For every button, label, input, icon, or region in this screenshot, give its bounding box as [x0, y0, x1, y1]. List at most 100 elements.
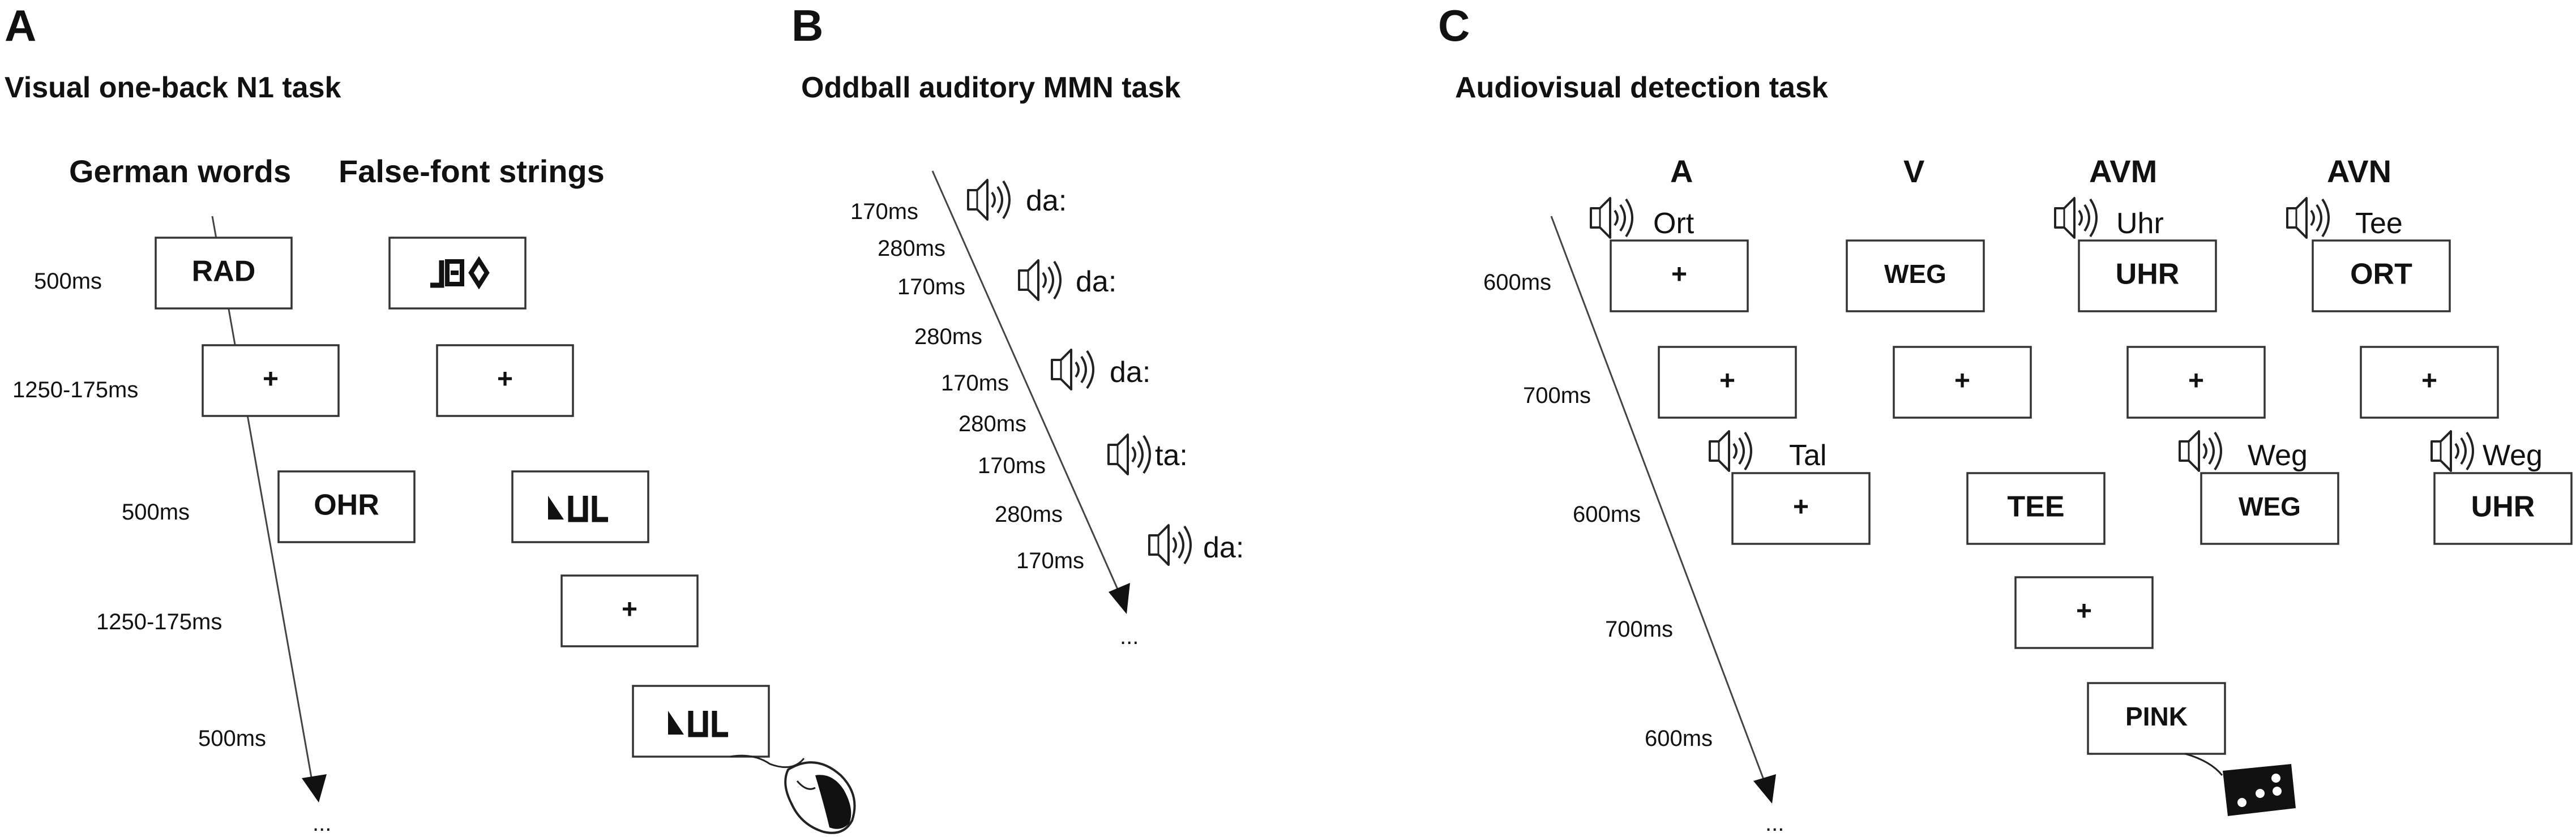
- target-word: PINK: [2125, 702, 2188, 731]
- stimulus-box: +: [1610, 239, 1749, 312]
- sound-word: Tal: [1789, 439, 1826, 472]
- speaker-icon: [1018, 259, 1062, 301]
- panel-c-timeline: [1550, 216, 1766, 784]
- speaker-icon: [2430, 430, 2474, 472]
- fixation-box: +: [2360, 346, 2499, 419]
- timing-label: 600ms: [1573, 502, 1641, 527]
- false-font-box: [388, 237, 527, 310]
- sound-word: Ort: [1653, 207, 1694, 240]
- visual-word: WEG: [1884, 259, 1946, 289]
- fixation-box: +: [2126, 346, 2266, 419]
- fixation-cross: +: [1671, 260, 1687, 290]
- timing-label: 170ms: [897, 274, 965, 299]
- panel-a-ellipsis: ...: [313, 811, 331, 836]
- stimulus-box: WEG: [2200, 472, 2339, 545]
- speaker-icon: [1590, 197, 1633, 239]
- visual-word: WEG: [2239, 492, 2301, 521]
- stimulus-box: TEE: [1966, 472, 2106, 545]
- col-header-avn: AVN: [2327, 153, 2391, 189]
- panel-c-ellipsis: ...: [1765, 811, 1784, 836]
- col-header-v: V: [1903, 153, 1924, 189]
- col-header-a: A: [1670, 153, 1693, 189]
- sound-syllable: ta:: [1155, 439, 1188, 472]
- timing-label: 170ms: [978, 453, 1046, 478]
- panel-c-letter: C: [1438, 1, 1470, 50]
- col-header-german-words: German words: [69, 153, 291, 189]
- timing-label: 600ms: [1645, 726, 1713, 751]
- sound-syllable: da:: [1110, 356, 1150, 389]
- sound-word: Uhr: [2116, 207, 2164, 240]
- sound-syllable: da:: [1203, 531, 1244, 564]
- speaker-icon: [2054, 197, 2098, 239]
- panel-a-title: Visual one-back N1 task: [5, 71, 341, 104]
- stimulus-box: UHR: [2433, 472, 2573, 545]
- fixation-cross: +: [2188, 366, 2204, 396]
- speaker-icon: [1709, 430, 1752, 472]
- timing-label: 280ms: [914, 324, 982, 349]
- timing-label: 170ms: [850, 199, 918, 224]
- col-header-false-font-strings: False-font strings: [339, 153, 605, 189]
- fixation-box: +: [1658, 346, 1797, 419]
- timing-label: 280ms: [995, 502, 1063, 527]
- speaker-icon: [1148, 524, 1192, 566]
- timing-label: 600ms: [1483, 270, 1551, 295]
- sound-syllable: da:: [1026, 184, 1067, 217]
- false-font-glyphs: [668, 711, 728, 737]
- fixation-cross: +: [1954, 366, 1970, 396]
- fixation-box: +: [436, 344, 574, 417]
- computer-mouse-icon: [730, 754, 856, 834]
- timing-label: 700ms: [1605, 617, 1673, 642]
- visual-word: UHR: [2116, 258, 2180, 291]
- target-box: PINK: [2087, 682, 2226, 755]
- german-word: RAD: [192, 255, 256, 288]
- response-pad-icon: [2185, 753, 2296, 816]
- stimulus-box: RAD: [155, 237, 293, 310]
- col-header-avm: AVM: [2089, 153, 2157, 189]
- sound-word: Tee: [2355, 207, 2403, 240]
- panel-a-letter: A: [5, 1, 36, 50]
- panel-c-title: Audiovisual detection task: [1455, 71, 1828, 104]
- timing-label: 170ms: [941, 371, 1009, 396]
- speaker-icon: [1107, 433, 1151, 475]
- fixation-box: +: [1893, 346, 2032, 419]
- stimulus-box: UHR: [2078, 239, 2217, 312]
- panel-b-title: Oddball auditory MMN task: [801, 71, 1180, 104]
- german-word: OHR: [314, 489, 379, 522]
- stimulus-box: +: [1731, 472, 1871, 545]
- fixation-cross: +: [2076, 596, 2092, 626]
- timing-label: 1250-175ms: [12, 377, 138, 402]
- stimulus-box: WEG: [1846, 239, 1985, 312]
- panel-a-timeline-arrowhead: [302, 774, 327, 802]
- timing-label: 280ms: [878, 236, 945, 261]
- panel-c: C Audiovisual detection task A V AVM AVN…: [1438, 1, 2573, 836]
- false-font-glyphs: [548, 496, 608, 522]
- fixation-box: +: [560, 574, 699, 647]
- timing-label: 700ms: [1523, 383, 1591, 408]
- panel-a: A Visual one-back N1 task German words F…: [5, 1, 856, 836]
- false-font-glyphs: [430, 256, 490, 290]
- stimulus-box: OHR: [277, 470, 416, 543]
- timing-label: 500ms: [34, 269, 102, 294]
- timing-label: 280ms: [958, 411, 1026, 436]
- timing-label: 1250-175ms: [96, 609, 222, 634]
- visual-word: TEE: [2007, 491, 2064, 523]
- false-font-box: [511, 470, 649, 543]
- sound-word: Weg: [2248, 439, 2308, 472]
- speaker-icon: [1051, 349, 1094, 390]
- panel-b: B Oddball auditory MMN task ... 170ms 28…: [791, 1, 1244, 649]
- panel-b-timeline: [931, 170, 1121, 595]
- fixation-cross: +: [2421, 366, 2437, 396]
- panel-b-timeline-arrowhead: [1109, 583, 1130, 614]
- visual-word: ORT: [2350, 258, 2412, 291]
- panel-b-ellipsis: ...: [1120, 624, 1139, 649]
- timing-label: 170ms: [1016, 548, 1084, 573]
- timing-label: 500ms: [122, 500, 190, 525]
- sound-syllable: da:: [1076, 265, 1116, 298]
- panel-b-letter: B: [791, 1, 823, 50]
- fixation-cross: +: [1793, 492, 1809, 522]
- panel-c-timeline-arrowhead: [1753, 774, 1776, 804]
- visual-word: UHR: [2471, 491, 2535, 523]
- false-font-box: [632, 685, 770, 758]
- panel-a-timeline: [211, 216, 314, 784]
- fixation-cross: +: [1719, 366, 1735, 396]
